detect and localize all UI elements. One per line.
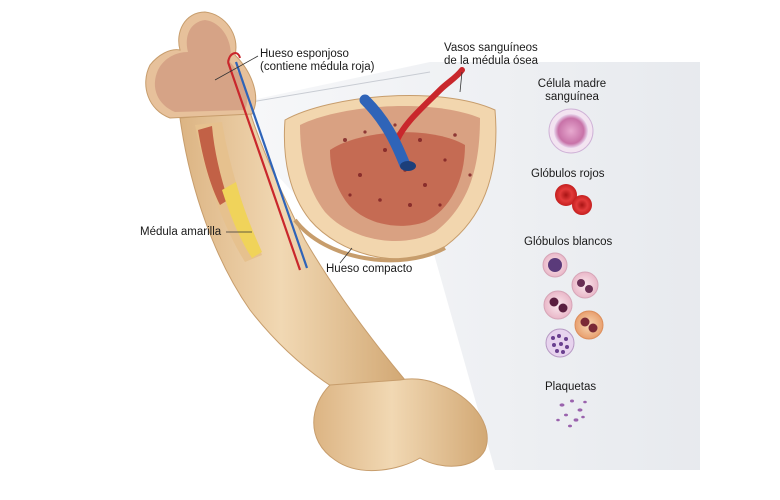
yellow-marrow-region <box>222 182 262 258</box>
label-platelets: Plaquetas <box>545 381 597 393</box>
label-spongy-bone-line1: Hueso esponjoso <box>260 48 349 60</box>
leader-blood-vessels <box>459 71 463 93</box>
label-stem-cell-line1: Célula madre <box>537 78 607 90</box>
leader-compact-bone <box>339 247 353 264</box>
leader-spongy-bone <box>214 55 259 81</box>
platelets <box>556 399 587 428</box>
leader-lines <box>214 55 463 264</box>
femur-distal-end <box>313 378 488 472</box>
spongy-bone-region <box>154 20 248 112</box>
bone-cross-section <box>283 67 497 263</box>
femur <box>145 11 488 472</box>
label-compact-bone: Hueso compacto <box>326 263 413 275</box>
label-spongy-bone-line2: (contiene médula roja) <box>260 61 375 73</box>
artery-top-loop <box>227 52 241 63</box>
cross-section-vein <box>359 94 411 171</box>
marrow-speckles <box>343 123 472 207</box>
label-white-blood-cells: Glóbulos blancos <box>524 236 613 248</box>
vein-opening <box>400 161 416 171</box>
artery-in-femur <box>226 61 302 271</box>
label-yellow-marrow: Médula amarilla <box>140 226 222 238</box>
white-blood-cells <box>542 252 604 358</box>
compact-bone-rim <box>293 218 446 263</box>
label-blood-vessels-line2: de la médula ósea <box>444 55 538 67</box>
label-stem-cell-line2: sanguínea <box>545 91 599 103</box>
label-blood-vessels: Vasos sanguíneos de la médula ósea <box>444 42 538 68</box>
cross-section-red-marrow <box>330 132 465 226</box>
label-blood-vessels-line1: Vasos sanguíneos <box>444 42 538 54</box>
label-spongy-bone: Hueso esponjoso (contiene médula roja) <box>260 48 374 74</box>
stem-cell <box>548 108 594 154</box>
cross-section-artery <box>392 67 465 148</box>
label-stem-cell: Célula madre sanguínea <box>532 78 612 104</box>
red-marrow-streak <box>198 126 228 205</box>
label-red-blood-cells: Glóbulos rojos <box>531 168 605 180</box>
vein-in-femur <box>234 61 309 269</box>
red-blood-cells <box>555 184 592 215</box>
